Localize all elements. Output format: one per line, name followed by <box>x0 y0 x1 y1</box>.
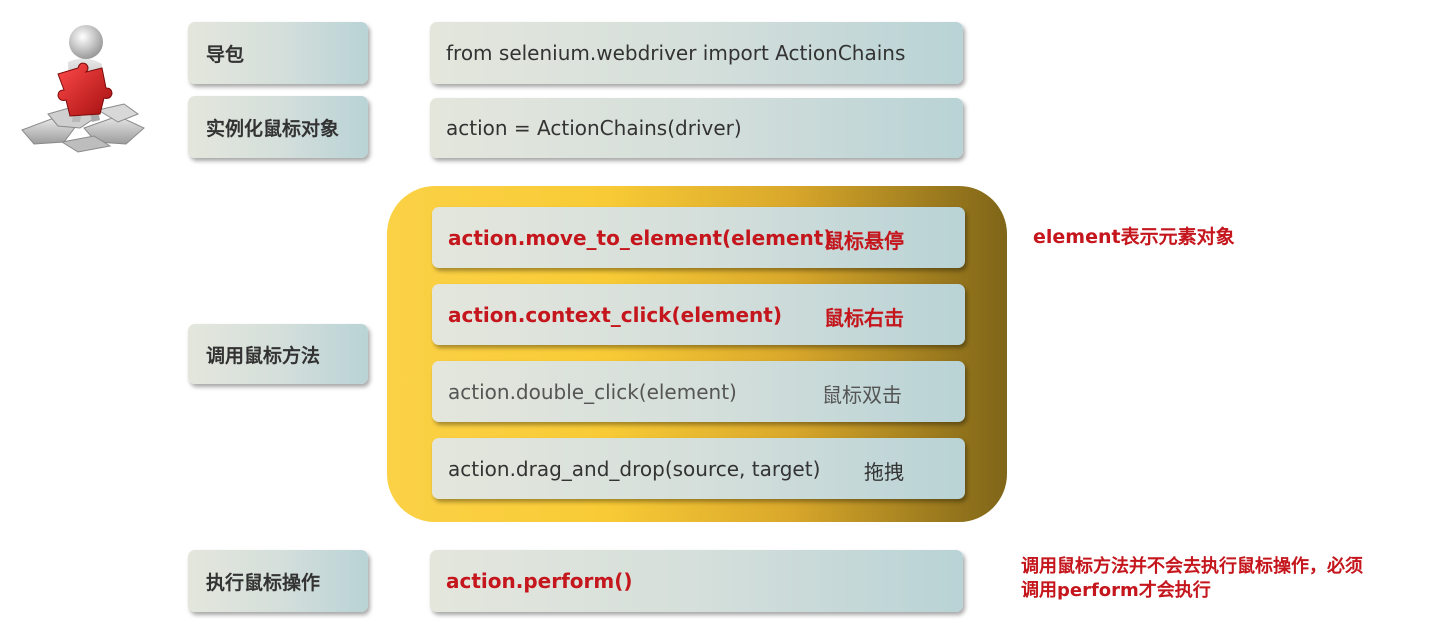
code-import-text: from selenium.webdriver import ActionCha… <box>446 41 906 65</box>
code-perform-text: action.perform() <box>446 569 633 593</box>
label-perform: 执行鼠标操作 <box>188 550 368 612</box>
note-perform-line1: 调用鼠标方法并不会去执行鼠标操作，必须 <box>1021 556 1363 577</box>
label-instantiate-text: 实例化鼠标对象 <box>206 117 340 140</box>
label-import-text: 导包 <box>206 43 245 66</box>
label-perform-text: 执行鼠标操作 <box>206 571 321 594</box>
label-import: 导包 <box>188 22 368 84</box>
code-instantiate: action = ActionChains(driver) <box>430 98 963 158</box>
code-instantiate-text: action = ActionChains(driver) <box>446 116 742 140</box>
label-methods: 调用鼠标方法 <box>188 324 368 384</box>
label-methods-text: 调用鼠标方法 <box>206 344 321 367</box>
method-code-text: action.context_click(element) <box>448 302 782 327</box>
note-element-text: element表示元素对象 <box>1033 226 1235 248</box>
code-perform: action.perform() <box>430 550 963 612</box>
method-code-text: action.double_click(element) <box>448 379 737 404</box>
label-instantiate: 实例化鼠标对象 <box>188 96 368 158</box>
method-move-to-element: action.move_to_element(element) <box>432 207 965 268</box>
note-perform-line2: 调用perform才会执行 <box>1021 580 1211 601</box>
method-desc-text: 鼠标右击 <box>824 306 904 330</box>
code-import: from selenium.webdriver import ActionCha… <box>430 22 963 84</box>
method-context-click: action.context_click(element) <box>432 284 965 345</box>
method-desc-text: 鼠标悬停 <box>824 229 904 253</box>
method-drag-and-drop: action.drag_and_drop(source, target) <box>432 438 965 499</box>
method-code-text: action.drag_and_drop(source, target) <box>448 456 821 481</box>
note-perform: 调用鼠标方法并不会去执行鼠标操作，必须 调用perform才会执行 <box>1021 555 1363 603</box>
method-double-click: action.double_click(element) <box>432 361 965 422</box>
note-element: element表示元素对象 <box>1033 225 1235 249</box>
method-code-text: action.move_to_element(element) <box>448 225 833 250</box>
person-with-puzzle-piece-icon <box>21 25 145 153</box>
method-desc-text: 拖拽 <box>864 460 904 484</box>
method-desc-text: 鼠标双击 <box>822 383 902 407</box>
